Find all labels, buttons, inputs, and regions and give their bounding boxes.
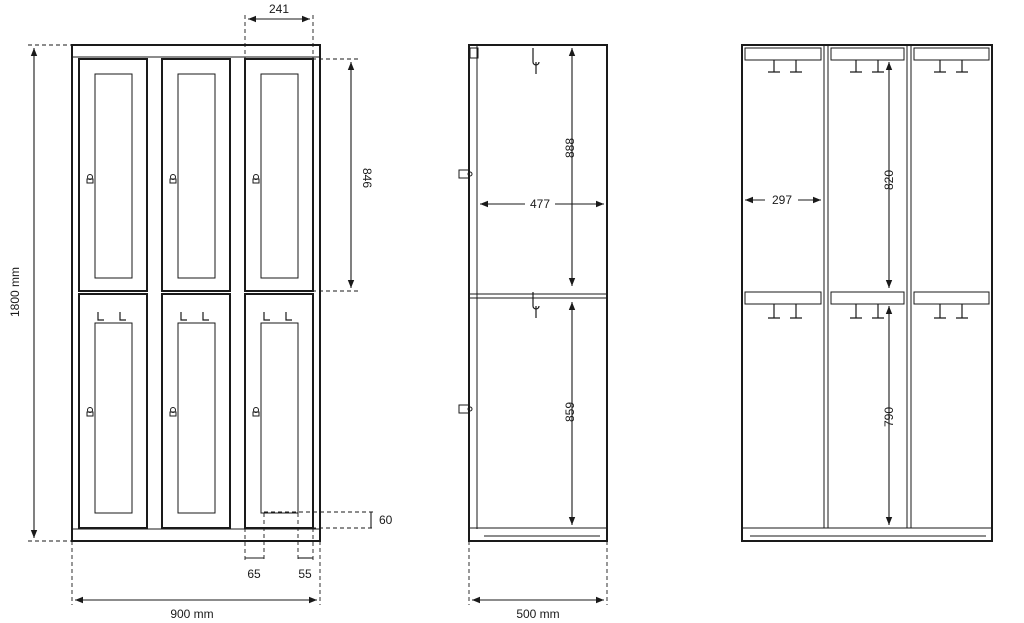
plinth-dimension-label: 60: [379, 513, 393, 527]
side-cabinet-outline: [468, 44, 608, 542]
right-gap-dimension-label: 55: [298, 567, 312, 581]
front-view: 1800 mm 900 mm 241 846 60 65 55: [8, 2, 393, 621]
locker-door: [244, 293, 314, 529]
locker-door: [161, 58, 231, 292]
height-dimension-label: 1800 mm: [8, 267, 22, 317]
hinge-icon: [458, 169, 473, 414]
inner-cabinet-outline: [741, 44, 993, 542]
locker-door: [161, 293, 231, 529]
lock-icon: [86, 174, 260, 417]
locker-door: [78, 293, 148, 529]
locker-door: [78, 58, 148, 292]
door-panel: [94, 322, 133, 514]
front-cabinet-outline: [71, 44, 321, 542]
compartment-divider: [823, 45, 912, 528]
upper-height-dimension-label: 888: [563, 138, 577, 158]
upper-compartment-height-dimension-label: 820: [882, 170, 896, 190]
door-panel: [260, 322, 299, 514]
width-dimension-label: 900 mm: [170, 607, 213, 621]
shelf-rail: [744, 47, 990, 305]
hook-icon: [532, 48, 540, 318]
depth-dimension-label: 500 mm: [516, 607, 559, 621]
inner-view: 297 820 790: [741, 44, 993, 542]
window-height-dimension-label: 846: [360, 168, 374, 188]
locker-door: [244, 58, 314, 292]
inner-depth-dimension-label: 477: [530, 197, 550, 211]
front-doors: [78, 58, 314, 529]
hook-icon: [97, 312, 292, 321]
side-view: 888 859 477 500 mm: [458, 44, 608, 621]
left-gap-dimension-label: 65: [247, 567, 261, 581]
door-window: [177, 73, 216, 279]
door-window: [94, 73, 133, 279]
lower-height-dimension-label: 859: [563, 402, 577, 422]
door-width-dimension-label: 241: [269, 2, 289, 16]
door-window: [260, 73, 299, 279]
hook-icon: [768, 60, 968, 319]
door-panel: [177, 322, 216, 514]
lower-compartment-height-dimension-label: 790: [882, 407, 896, 427]
compartment-width-dimension-label: 297: [772, 193, 792, 207]
